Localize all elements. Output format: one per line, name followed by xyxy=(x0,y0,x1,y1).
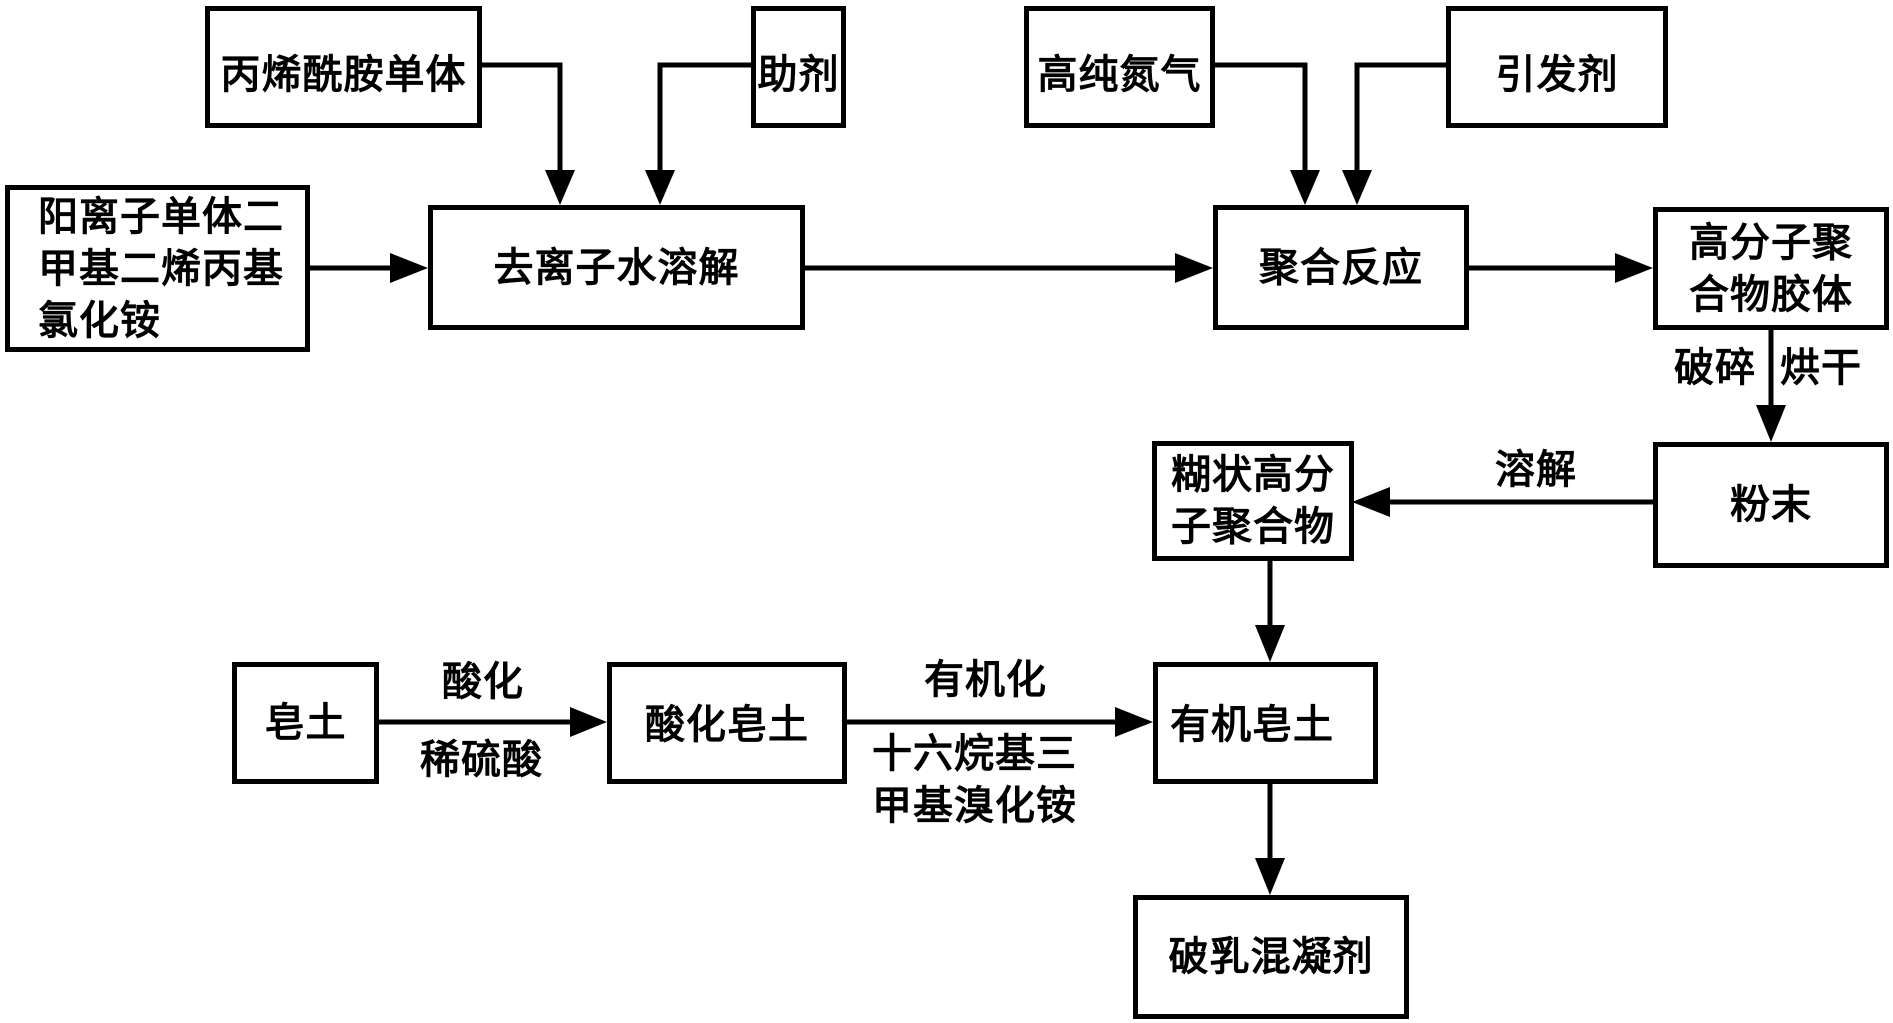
node-polymer-gel: 高分子聚 合物胶体 xyxy=(1653,207,1889,330)
arrowhead-down-icon xyxy=(1342,170,1372,205)
edge-label-ctab: 十六烷基三 甲基溴化铵 xyxy=(872,731,1077,829)
node-label: 丙烯酰胺单体 xyxy=(220,52,467,98)
node-label: 有机皂土 xyxy=(1170,702,1334,748)
arrowhead-right-icon xyxy=(390,253,428,283)
node-label: 高分子聚 合物胶体 xyxy=(1689,219,1853,318)
node-bentonite: 皂土 xyxy=(232,662,379,784)
connector-acrylamide-to-dissolve xyxy=(480,62,563,180)
node-powder: 粉末 xyxy=(1653,442,1889,568)
arrowhead-down-icon xyxy=(545,170,575,205)
arrowhead-left-icon xyxy=(1352,487,1390,517)
edge-label-dry: 烘干 xyxy=(1780,345,1862,391)
connector-nitrogen-to-polymerization xyxy=(1213,62,1308,180)
connector-initiator-to-polymerization xyxy=(1354,62,1446,180)
edge-label-dilute-sulfuric-acid: 稀硫酸 xyxy=(420,737,543,783)
node-paste-polymer: 糊状高分 子聚合物 xyxy=(1152,441,1354,561)
node-nitrogen: 高纯氮气 xyxy=(1024,6,1215,128)
arrowhead-down-icon xyxy=(645,170,675,205)
arrowhead-down-icon xyxy=(1255,858,1285,895)
edge-label-organify: 有机化 xyxy=(924,657,1047,703)
node-initiator: 引发剂 xyxy=(1446,6,1668,128)
node-dissolve-deionized: 去离子水溶解 xyxy=(428,205,805,330)
node-label: 聚合反应 xyxy=(1259,244,1423,291)
node-label: 破乳混凝剂 xyxy=(1168,934,1374,980)
arrowhead-right-icon xyxy=(1615,253,1653,283)
edge-label-crush: 破碎 xyxy=(1674,345,1756,391)
arrowhead-down-icon xyxy=(1255,625,1285,662)
node-label: 糊状高分 子聚合物 xyxy=(1171,452,1335,550)
arrowhead-down-icon xyxy=(1756,405,1786,442)
arrowhead-right-icon xyxy=(1115,707,1153,737)
arrowhead-right-icon xyxy=(570,707,607,737)
node-acidified-bentonite: 酸化皂土 xyxy=(607,662,847,784)
node-polymerization: 聚合反应 xyxy=(1213,205,1469,330)
connector-auxiliary-to-dissolve xyxy=(657,62,751,180)
node-organic-bentonite: 有机皂土 xyxy=(1153,662,1378,784)
node-auxiliary: 助剂 xyxy=(751,6,846,128)
node-label: 阳离子单体二 甲基二烯丙基 氯化铵 xyxy=(38,193,284,344)
arrowhead-right-icon xyxy=(1175,253,1213,283)
node-cationic-monomer: 阳离子单体二 甲基二烯丙基 氯化铵 xyxy=(5,185,310,352)
edge-label-acidify: 酸化 xyxy=(442,659,524,705)
node-label: 粉末 xyxy=(1730,482,1812,528)
node-label: 去离子水溶解 xyxy=(493,244,740,291)
node-label: 高纯氮气 xyxy=(1037,52,1202,98)
node-acrylamide: 丙烯酰胺单体 xyxy=(205,6,482,128)
node-label: 引发剂 xyxy=(1495,52,1619,98)
node-label: 皂土 xyxy=(264,700,347,746)
arrowhead-down-icon xyxy=(1290,170,1320,205)
node-label: 酸化皂土 xyxy=(645,702,809,748)
node-demulsifier: 破乳混凝剂 xyxy=(1133,895,1409,1019)
edge-label-dissolve: 溶解 xyxy=(1495,447,1577,493)
node-label: 助剂 xyxy=(757,52,840,98)
